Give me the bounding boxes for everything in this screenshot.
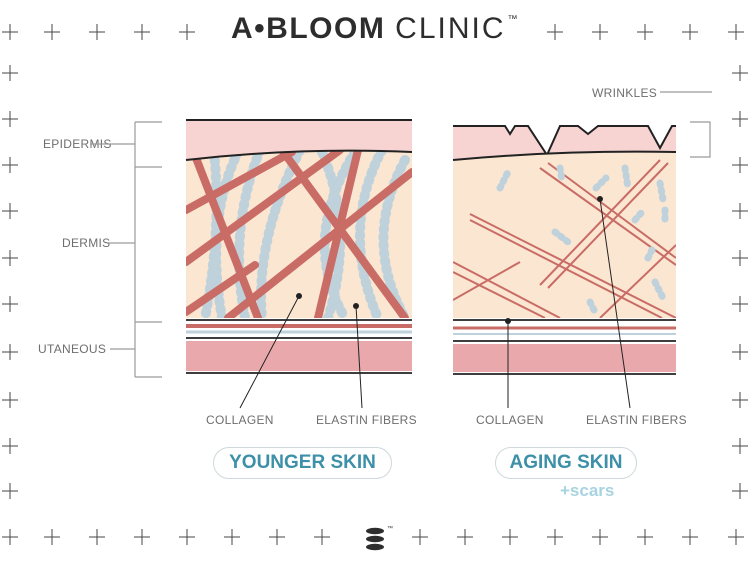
plus-icon bbox=[732, 65, 748, 81]
plus-icon bbox=[637, 529, 653, 545]
dermis-label: DERMIS bbox=[62, 236, 111, 250]
plus-icon bbox=[2, 438, 18, 454]
epidermis-label: EPIDERMIS bbox=[43, 137, 112, 151]
aging-elastin-label: ELASTIN FIBERS bbox=[586, 413, 687, 427]
plus-icon bbox=[2, 392, 18, 408]
plus-icon bbox=[2, 529, 18, 545]
plus-icon bbox=[44, 529, 60, 545]
younger-elastin-fibers bbox=[200, 150, 410, 318]
aging-skin-block bbox=[452, 125, 677, 409]
plus-icon bbox=[412, 529, 428, 545]
plus-icon bbox=[732, 111, 748, 127]
plus-icon bbox=[732, 438, 748, 454]
plus-icon bbox=[2, 344, 18, 360]
aging-collagen-fibers bbox=[453, 159, 676, 318]
plus-icon bbox=[732, 344, 748, 360]
aging-collagen-label: COLLAGEN bbox=[476, 413, 544, 427]
aging-elastin-fragments bbox=[496, 164, 669, 316]
plus-icon bbox=[457, 529, 473, 545]
plus-icon bbox=[89, 529, 105, 545]
plus-icon bbox=[732, 392, 748, 408]
plus-icon bbox=[732, 250, 748, 266]
plus-icon bbox=[2, 483, 18, 499]
stack-logo-icon: ™ bbox=[366, 525, 393, 551]
aging-skin-title: AGING SKIN bbox=[495, 447, 637, 479]
plus-icon bbox=[2, 203, 18, 219]
plus-icon bbox=[2, 65, 18, 81]
younger-elastin-label: ELASTIN FIBERS bbox=[316, 413, 417, 427]
plus-icon bbox=[732, 296, 748, 312]
plus-icon bbox=[728, 529, 744, 545]
younger-collagen-fibers bbox=[186, 150, 412, 318]
plus-icon bbox=[732, 203, 748, 219]
svg-text:™: ™ bbox=[387, 525, 393, 532]
plus-icon bbox=[314, 529, 330, 545]
younger-skin-block bbox=[185, 119, 413, 409]
plus-icon bbox=[2, 111, 18, 127]
plus-icon bbox=[2, 296, 18, 312]
plus-icon bbox=[224, 529, 240, 545]
brand-name-bold: A•BLOOM bbox=[230, 12, 386, 45]
plus-icon bbox=[547, 529, 563, 545]
younger-collagen-label: COLLAGEN bbox=[206, 413, 274, 427]
wrinkles-label: WRINKLES bbox=[592, 86, 658, 100]
brand-name-light: CLINIC bbox=[395, 12, 506, 45]
plus-icon bbox=[502, 529, 518, 545]
plus-icon bbox=[179, 529, 195, 545]
layer-brackets bbox=[90, 91, 712, 378]
plus-icon bbox=[134, 529, 150, 545]
younger-skin-title: YOUNGER SKIN bbox=[213, 447, 392, 479]
plus-icon bbox=[2, 250, 18, 266]
scars-note: +scars bbox=[560, 481, 615, 500]
plus-icon bbox=[732, 157, 748, 173]
plus-icon bbox=[2, 157, 18, 173]
plus-icon bbox=[732, 483, 748, 499]
subcutaneous-label: UTANEOUS bbox=[38, 342, 107, 356]
plus-icon bbox=[269, 529, 285, 545]
trademark-mark: ™ bbox=[507, 14, 520, 25]
plus-icon bbox=[682, 529, 698, 545]
plus-icon bbox=[592, 529, 608, 545]
